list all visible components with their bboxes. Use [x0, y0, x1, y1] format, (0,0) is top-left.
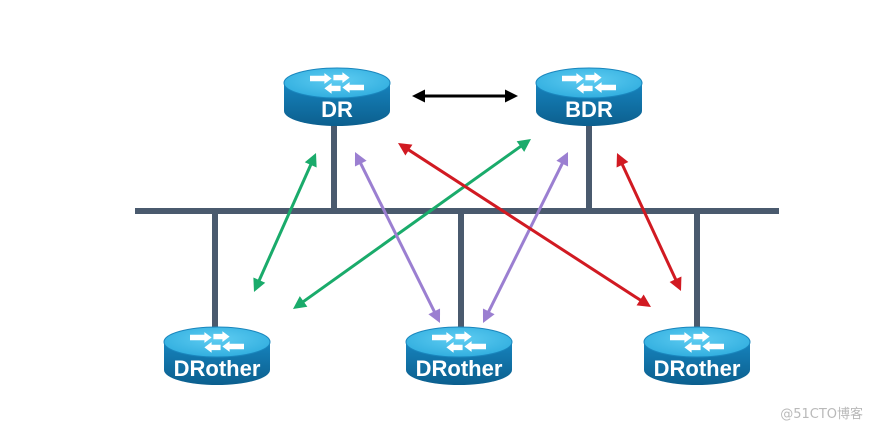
router-top [643, 326, 751, 358]
adjacency-arrows [253, 89, 682, 323]
router-bdr: BDR [535, 67, 643, 126]
network-bus [135, 120, 779, 335]
router-top [535, 67, 643, 99]
router-drother2: DRother [405, 326, 513, 385]
router-label: DRother [654, 356, 741, 381]
routers: DR BDR DRother DRother DRother [163, 67, 751, 385]
watermark-text: @51CTO博客 [780, 407, 863, 422]
router-drother3: DRother [643, 326, 751, 385]
router-top [283, 67, 391, 99]
arrow-dr-bdr [412, 89, 518, 103]
router-label: BDR [565, 97, 613, 122]
router-top [405, 326, 513, 358]
router-dr: DR [283, 67, 391, 126]
arrow-dr-drother2 [354, 152, 441, 323]
arrow-dr-drother3 [398, 143, 651, 307]
router-drother1: DRother [163, 326, 271, 385]
router-label: DRother [416, 356, 503, 381]
router-label: DRother [174, 356, 261, 381]
arrow-bdr-drother1 [293, 139, 531, 309]
arrow-dr-drother1 [253, 153, 317, 292]
arrow-bdr-drother2 [482, 152, 569, 323]
arrow-bdr-drother3 [616, 153, 682, 291]
router-top [163, 326, 271, 358]
router-label: DR [321, 97, 353, 122]
